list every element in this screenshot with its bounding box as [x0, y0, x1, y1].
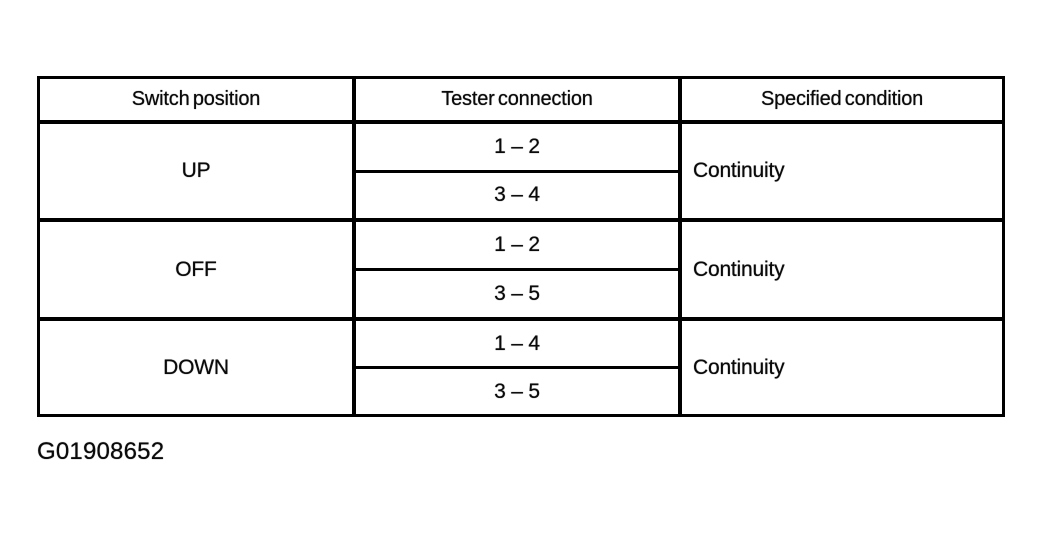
switch-position-off: OFF	[40, 222, 356, 321]
continuity-spec-table: Switch position Tester connection Specif…	[37, 76, 1005, 417]
tester-connection-value: 3 – 4	[494, 183, 540, 207]
tester-connections-up: 1 – 2 3 – 4	[356, 124, 682, 222]
tester-connection-value: 3 – 5	[494, 282, 540, 305]
tester-connection-value: 1 – 2	[356, 222, 678, 271]
specified-condition-off: Continuity	[682, 222, 1002, 321]
tester-connection-value: 1 – 2	[356, 124, 678, 173]
tester-connections-off: 1 – 2 3 – 5	[356, 222, 682, 321]
header-switch-position: Switch position	[40, 79, 356, 124]
tester-connections-down: 1 – 4 3 – 5	[356, 321, 682, 414]
specified-condition-down: Continuity	[693, 355, 785, 379]
specified-condition-up: Continuity	[682, 124, 1002, 222]
tester-connection-value: 1 – 4	[356, 321, 678, 369]
header-tester-connection: Tester connection	[356, 79, 682, 124]
switch-position-down: DOWN	[40, 321, 356, 414]
header-specified-condition: Specified condition	[682, 79, 1002, 124]
switch-position-up: UP	[40, 124, 356, 222]
tester-connection-value: 3 – 5	[494, 379, 540, 403]
figure-id-label: G01908652	[37, 438, 165, 465]
